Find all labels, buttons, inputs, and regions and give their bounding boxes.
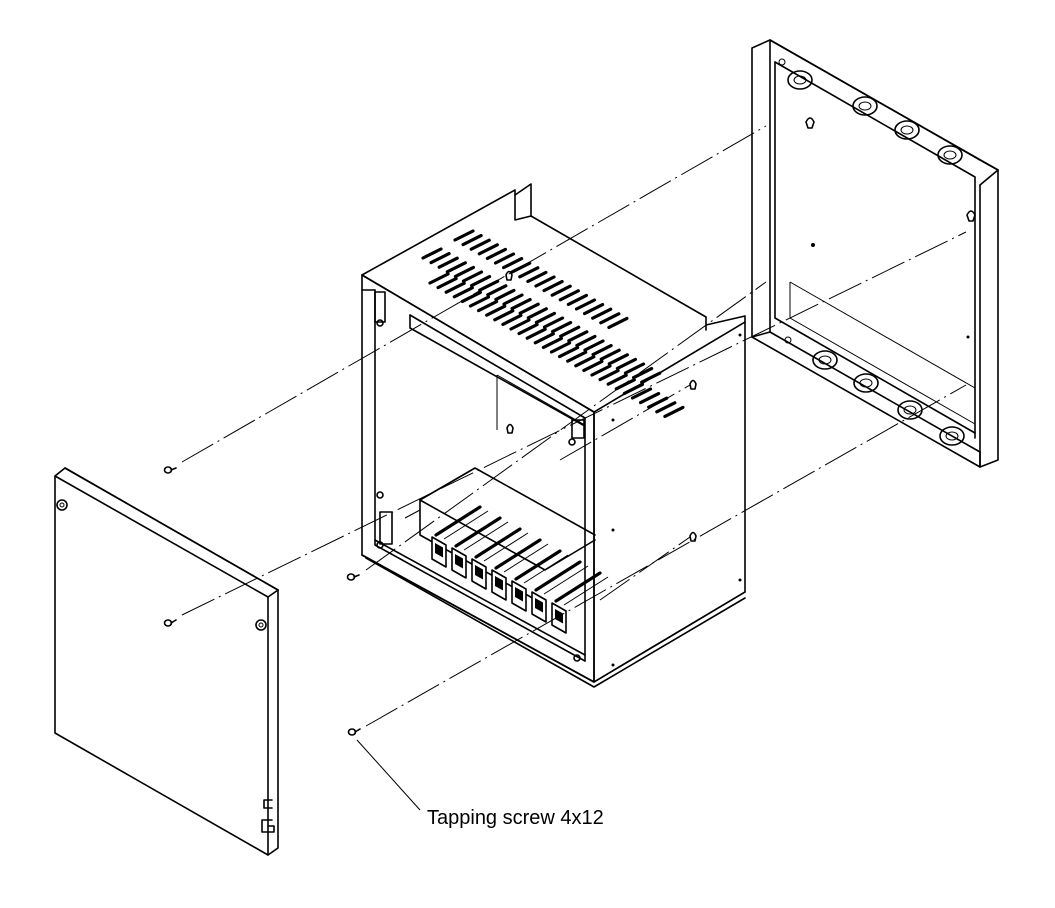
vent-slot — [477, 243, 499, 256]
vent-slot — [485, 304, 507, 317]
card-connector — [451, 516, 509, 579]
vent-slot — [509, 318, 531, 331]
vent-slot — [444, 281, 466, 294]
vent-slot — [526, 307, 548, 320]
vent-slot — [566, 293, 589, 306]
vent-slot — [615, 357, 638, 370]
back-plate — [751, 39, 999, 468]
vent-slots — [421, 229, 685, 418]
vent-slot — [607, 353, 629, 366]
vent-slot — [607, 316, 629, 329]
vent-slot — [502, 293, 524, 306]
screw-icon — [347, 728, 361, 736]
vent-slot — [518, 302, 540, 315]
card-connector — [551, 571, 609, 634]
vent-slot — [575, 334, 597, 347]
vent-slot — [558, 289, 580, 302]
vent-slot — [525, 327, 547, 340]
vent-slot — [559, 325, 581, 338]
vent-slot — [533, 332, 555, 345]
vent-slot — [622, 382, 645, 395]
vent-slot — [582, 303, 605, 316]
vent-slot — [469, 238, 491, 251]
vent-slot — [567, 330, 589, 343]
vent-slot — [574, 355, 596, 368]
vent-slot — [541, 336, 564, 349]
knockout-holes-bottom — [784, 336, 965, 446]
vent-slot — [583, 339, 605, 352]
knockout-holes-top — [778, 58, 963, 165]
tapping-screw-label: Tapping screw 4x12 — [427, 807, 604, 829]
card-connector — [491, 538, 549, 601]
vent-slot — [566, 350, 588, 363]
vent-slot — [550, 284, 572, 297]
vent-slot — [429, 252, 451, 265]
vent-slot — [599, 348, 621, 361]
vent-slot — [502, 257, 524, 270]
vent-slot — [421, 247, 443, 260]
vent-slot — [501, 313, 523, 326]
card-connector — [471, 527, 529, 590]
vent-slot — [493, 309, 515, 322]
vent-slot — [590, 364, 612, 377]
vent-slot — [461, 234, 483, 247]
vent-slot — [517, 323, 539, 336]
screw-icon — [163, 466, 177, 474]
vent-slot — [534, 275, 556, 288]
vent-slot — [428, 272, 450, 285]
vent-slot — [453, 229, 475, 242]
vent-slot — [486, 284, 508, 297]
vent-slot — [510, 298, 532, 311]
screw-icon — [346, 573, 360, 581]
circuit-cards — [431, 505, 609, 634]
vent-slot — [485, 247, 507, 260]
screw-icon — [163, 619, 177, 627]
vent-slot — [477, 300, 499, 313]
vent-slot — [606, 373, 628, 386]
vent-slot — [557, 346, 580, 359]
assembly-lines — [181, 125, 967, 727]
card-connector — [531, 560, 589, 623]
vent-slot — [468, 295, 491, 308]
vent-slot — [630, 387, 653, 400]
vent-slot — [518, 266, 540, 279]
vent-slot — [582, 359, 604, 372]
vent-slot — [445, 261, 467, 274]
vent-slot — [534, 311, 557, 324]
vent-slot — [437, 256, 459, 269]
vent-slot — [461, 270, 484, 283]
vent-slot — [631, 367, 654, 380]
callout-leader — [356, 739, 421, 811]
vent-slot — [598, 369, 620, 382]
main-cabinet — [361, 183, 746, 688]
card-connector — [431, 505, 489, 568]
vent-slot — [542, 280, 564, 293]
vent-slot — [542, 316, 565, 329]
vent-slot — [526, 270, 548, 283]
vent-slot — [549, 341, 572, 354]
vent-slot — [436, 277, 458, 290]
screws — [163, 466, 361, 736]
vent-slot — [453, 265, 475, 278]
vent-slot — [470, 275, 492, 288]
vent-slot — [574, 298, 597, 311]
vent-slot — [640, 371, 662, 384]
vent-slot — [591, 344, 613, 357]
vent-slot — [550, 321, 573, 334]
vent-slot — [623, 362, 646, 375]
vent-slot — [663, 405, 685, 418]
front-door — [54, 467, 279, 856]
vent-slot — [638, 392, 661, 405]
card-connector — [511, 549, 569, 612]
vent-slot — [493, 252, 516, 265]
vent-slot — [460, 290, 482, 303]
vent-slot — [591, 307, 613, 320]
vent-slot — [655, 401, 677, 414]
vent-slot — [599, 312, 621, 325]
vent-slot — [494, 288, 516, 301]
vent-slot — [452, 286, 474, 299]
